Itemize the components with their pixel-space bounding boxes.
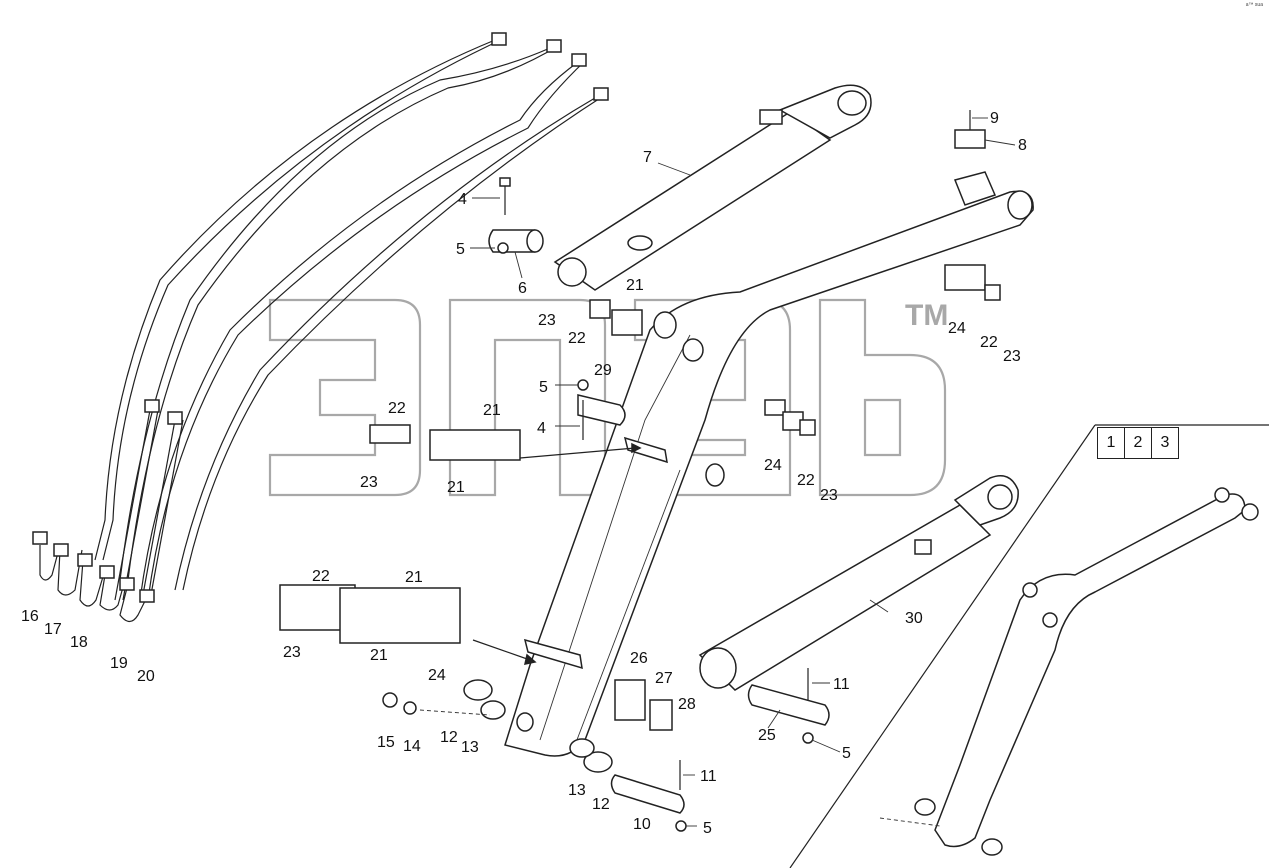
callout-21d: 21	[405, 569, 423, 586]
variant-selector-box: 1 2 3	[1097, 427, 1179, 459]
callout-23a: 23	[538, 312, 556, 329]
callout-15: 15	[377, 734, 395, 751]
variant-2: 2	[1125, 428, 1152, 458]
callout-4b: 4	[537, 420, 546, 437]
callout-14: 14	[403, 738, 421, 755]
callout-13b: 13	[568, 782, 586, 799]
callout-8: 8	[1018, 137, 1027, 154]
callout-23e: 23	[283, 644, 301, 661]
callout-11a: 11	[700, 768, 717, 785]
callout-20: 20	[137, 668, 155, 685]
callout-17: 17	[44, 621, 62, 638]
variant-3: 3	[1152, 428, 1178, 458]
callout-24a: 24	[948, 320, 966, 337]
corner-mark: a™ sua	[1245, 2, 1263, 8]
watermark-logo: TM	[268, 298, 948, 497]
callout-22a: 22	[568, 330, 586, 347]
callout-5b: 5	[539, 379, 548, 396]
callout-21c: 21	[447, 479, 465, 496]
clamp-parts	[279, 264, 1001, 665]
callout-18: 18	[70, 634, 88, 651]
callout-24c: 24	[428, 667, 446, 684]
boom-arm	[504, 171, 1034, 757]
callout-23b: 23	[1003, 348, 1021, 365]
callout-22e: 22	[312, 568, 330, 585]
boom-cylinder	[553, 84, 872, 291]
callout-19: 19	[110, 655, 128, 672]
callout-11b: 11	[833, 676, 850, 693]
callout-28: 28	[678, 696, 696, 713]
hardware-parts	[382, 110, 986, 832]
callout-6: 6	[518, 280, 527, 297]
callout-22c: 22	[388, 400, 406, 417]
callout-5c: 5	[703, 820, 712, 837]
callout-21b: 21	[483, 402, 501, 419]
callout-7: 7	[643, 149, 652, 166]
arm-cylinder	[698, 475, 1019, 691]
callout-10: 10	[633, 816, 651, 833]
callout-labels: 6 7 8 9 4 5 5 4 29 21 23 22 24 22 23 22 …	[21, 110, 1027, 837]
callout-4a: 4	[458, 191, 467, 208]
callout-9: 9	[990, 110, 999, 127]
callout-23c: 23	[360, 474, 378, 491]
callout-22d: 22	[797, 472, 815, 489]
callout-5d: 5	[842, 745, 851, 762]
callout-24b: 24	[764, 457, 782, 474]
hydraulic-pipes	[32, 32, 609, 623]
callout-29: 29	[594, 362, 612, 379]
callout-27: 27	[655, 670, 673, 687]
callout-26: 26	[630, 650, 648, 667]
callout-21e: 21	[370, 647, 388, 664]
callout-21a: 21	[626, 277, 644, 294]
watermark-tm: TM	[905, 299, 948, 332]
leader-lines	[470, 117, 1016, 827]
callout-22b: 22	[980, 334, 998, 351]
callout-5a: 5	[456, 241, 465, 258]
callout-16: 16	[21, 608, 39, 625]
variant-1: 1	[1098, 428, 1125, 458]
callout-23d: 23	[820, 487, 838, 504]
callout-30: 30	[905, 610, 923, 627]
variant-panel	[789, 424, 1269, 868]
callout-12b: 12	[592, 796, 610, 813]
callout-25: 25	[758, 727, 776, 744]
callout-13a: 13	[461, 739, 479, 756]
callout-12a: 12	[440, 729, 458, 746]
